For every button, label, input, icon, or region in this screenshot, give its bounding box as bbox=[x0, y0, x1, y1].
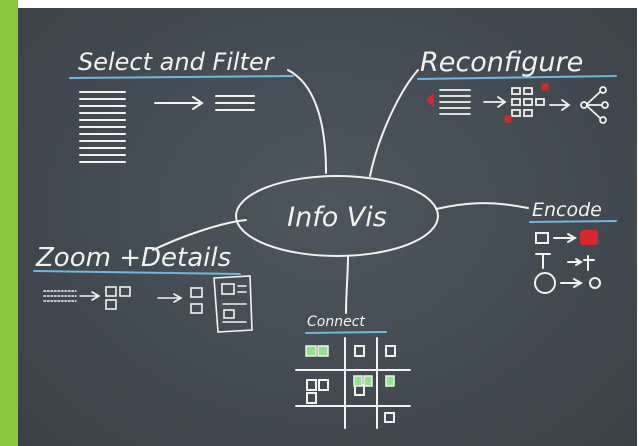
connect-green-marks bbox=[305, 345, 395, 387]
center-node-label: Info Vis bbox=[287, 202, 387, 233]
center-node-outline bbox=[235, 175, 439, 257]
zoom-details-sketch bbox=[43, 275, 253, 333]
encode-sketch bbox=[534, 232, 601, 294]
title-underlines bbox=[33, 75, 617, 334]
branch-label-select-filter: Select and Filter bbox=[78, 48, 276, 76]
connector-reconfigure bbox=[369, 69, 419, 177]
side-accent-strip bbox=[0, 0, 18, 446]
select-filter-sketch bbox=[79, 91, 255, 163]
branch-label-connect: Connect bbox=[307, 314, 365, 330]
connector-zoom-details bbox=[152, 219, 247, 251]
connect-sketch bbox=[295, 337, 411, 429]
reconfigure-red-marks bbox=[426, 83, 549, 123]
connector-encode bbox=[435, 202, 529, 210]
branch-label-zoom-details: Zoom +Details bbox=[35, 243, 231, 273]
chalkboard: Info Vis Select and Filter Reconfigure E… bbox=[18, 8, 637, 446]
mindmap-diagram: Info Vis Select and Filter Reconfigure E… bbox=[33, 47, 617, 429]
branch-label-reconfigure: Reconfigure bbox=[420, 47, 583, 78]
connector-connect bbox=[345, 255, 349, 314]
reconfigure-sketch bbox=[439, 86, 609, 124]
connector-select-filter bbox=[287, 69, 327, 174]
encode-red-square bbox=[580, 230, 598, 245]
branch-label-encode: Encode bbox=[532, 199, 602, 221]
